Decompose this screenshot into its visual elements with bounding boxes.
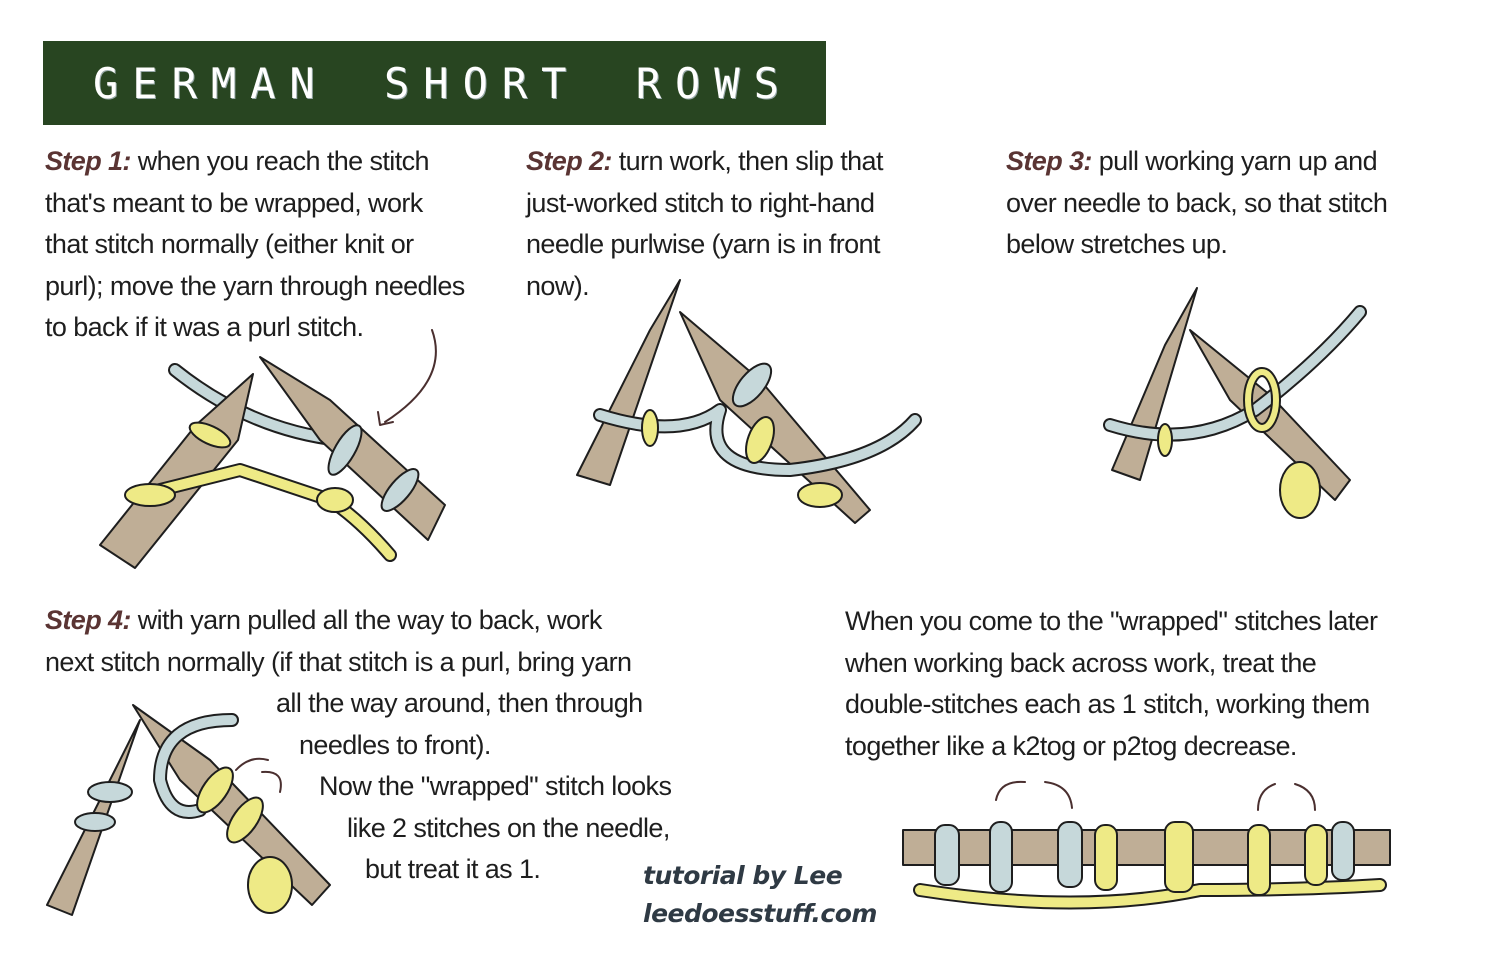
step-3-text: Step 3: pull working yarn up and over ne… [1006, 141, 1388, 266]
text-line: just-worked stitch to right-hand [526, 187, 875, 218]
text-line: double-stitches each as 1 stitch, workin… [845, 689, 1370, 719]
step-1-illustration [99, 329, 446, 569]
text-line: When you come to the "wrapped" stitches … [845, 606, 1378, 636]
text-line: but treat it as 1. [365, 854, 541, 884]
right-needle [132, 704, 331, 906]
text-line: needle purlwise (yarn is in front [526, 229, 880, 259]
title-banner: GERMAN SHORT ROWS [43, 41, 826, 125]
text-line: together like a k2tog or p2tog decrease. [845, 730, 1297, 761]
step-4-illustration [46, 704, 331, 916]
text-line: purl); move the yarn through needles [45, 270, 465, 301]
text-line: with yarn pulled all the way to back, wo… [137, 605, 603, 635]
text-line: Now the "wrapped" stitch looks [319, 771, 672, 801]
text-line: next stitch normally (if that stitch is … [45, 646, 632, 677]
step-4-text: Step 4: with yarn pulled all the way to … [45, 600, 672, 891]
step-2-illustration [576, 279, 922, 524]
step-3-label: Step 3: [1006, 146, 1092, 176]
text-line: all the way around, then through [276, 688, 643, 718]
credit-author: tutorial by Lee [643, 861, 843, 890]
left-needle [576, 279, 681, 486]
left-needle [1111, 287, 1198, 481]
decrease-illustration [902, 780, 1391, 910]
credit: tutorial by Lee leedoesstuff.com [643, 857, 877, 933]
left-needle [99, 373, 254, 569]
step-1-label: Step 1: [45, 146, 131, 176]
text-line: needles to front). [299, 729, 491, 760]
text-line: over needle to back, so that stitch [1006, 187, 1388, 218]
text-line: pull working yarn up and [1098, 146, 1378, 176]
text-line: when you reach the stitch [137, 146, 430, 176]
text-line: that's meant to be wrapped, work [45, 187, 423, 218]
step-2-text: Step 2: turn work, then slip that just-w… [526, 141, 883, 307]
step-1-text: Step 1: when you reach the stitch that's… [45, 141, 465, 349]
credit-website[interactable]: leedoesstuff.com [643, 899, 877, 928]
text-line: now). [526, 270, 590, 301]
step-2-label: Step 2: [526, 146, 612, 176]
text-line: below stretches up. [1006, 229, 1228, 259]
step-3-illustration [1103, 287, 1367, 519]
text-line: that stitch normally (either knit or [45, 229, 414, 259]
text-line: like 2 stitches on the needle, [347, 812, 670, 843]
text-line: to back if it was a purl stitch. [45, 312, 364, 342]
page-title: GERMAN SHORT ROWS [93, 58, 793, 108]
step-4-label: Step 4: [45, 605, 131, 635]
text-line: turn work, then slip that [618, 146, 884, 176]
text-line: when working back across work, treat the [845, 647, 1317, 678]
note-text: When you come to the "wrapped" stitches … [845, 601, 1378, 767]
